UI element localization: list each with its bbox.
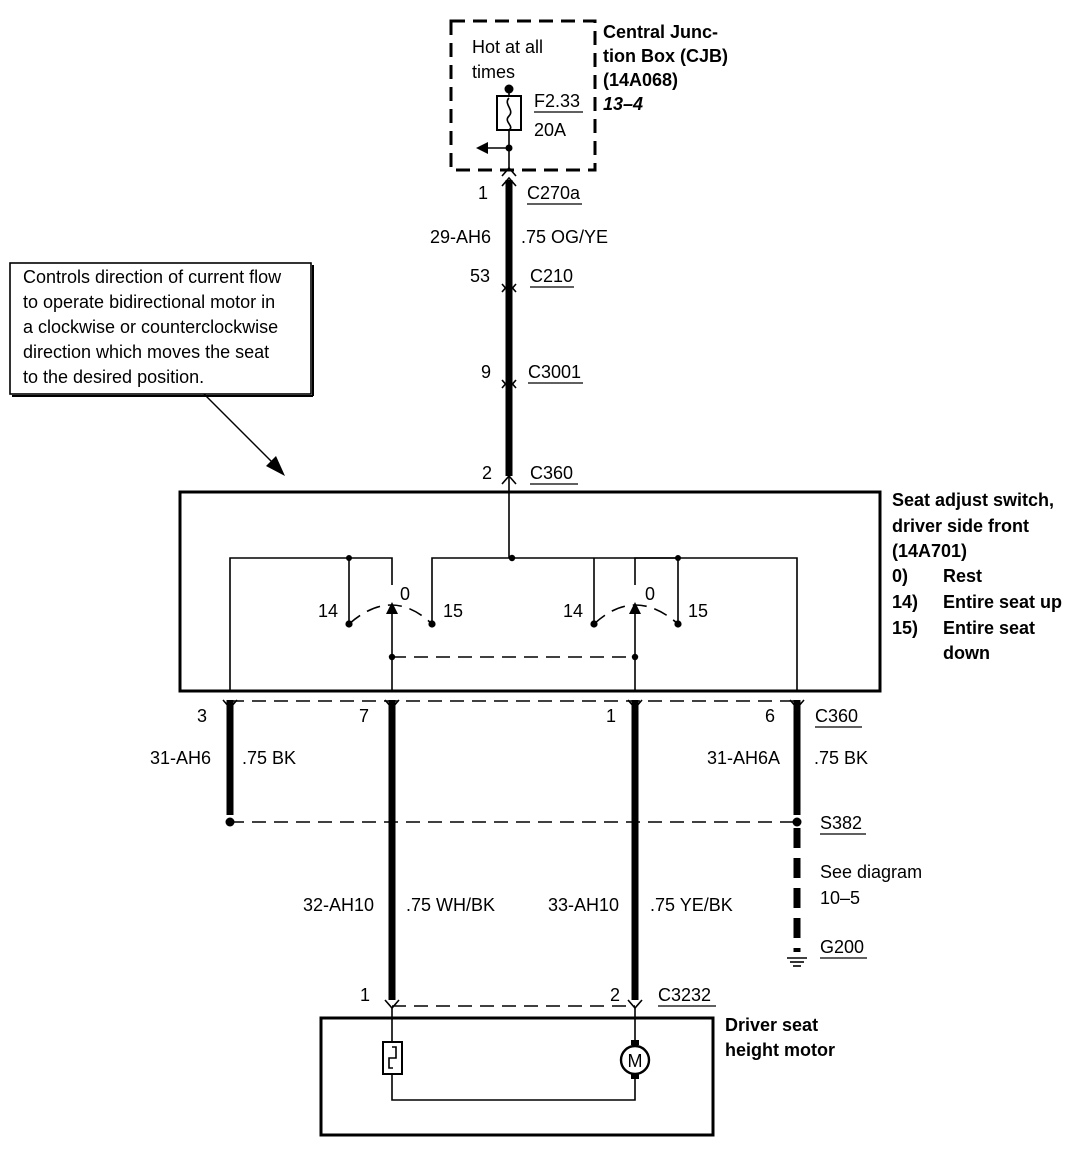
- c360-top-label: C360: [530, 463, 573, 483]
- cjb-dashed-outline: [449, 19, 597, 172]
- c270a-pin: 1: [478, 183, 488, 203]
- splice-s382-dot: [792, 817, 802, 827]
- c3232-pin-2: 2: [610, 985, 620, 1005]
- legend-text-up: Entire seat up: [943, 592, 1062, 612]
- power-feed-circuit: 1 C270a 29-AH6 .75 OG/YE 53 C210 9 C3001…: [430, 166, 608, 558]
- circuit-29-ah6: 29-AH6: [430, 227, 491, 247]
- wire-wh-bk-label: .75 WH/BK: [406, 895, 495, 915]
- circuit-33-ah10: 33-AH10: [548, 895, 619, 915]
- wire-left-bk-label: .75 BK: [242, 748, 296, 768]
- legend-key-down: 15): [892, 618, 918, 638]
- pos-right-15: 15: [688, 601, 708, 621]
- cjb-title-line1: Central Junc-: [603, 22, 718, 42]
- switch-title-line2: driver side front: [892, 516, 1029, 536]
- c360-top-pin: 2: [482, 463, 492, 483]
- c270a-label: C270a: [527, 183, 581, 203]
- note-callout: Controls direction of current flow to op…: [9, 262, 314, 476]
- c360-pin-6: 6: [765, 706, 775, 726]
- switch-title-line3: (14A701): [892, 541, 967, 561]
- pos-left-0: 0: [400, 584, 410, 604]
- switch-common-bus: [431, 557, 679, 624]
- see-diagram-line2: 10–5: [820, 888, 860, 908]
- wire-ye-bk-label: .75 YE/BK: [650, 895, 733, 915]
- note-line-2: to operate bidirectional motor in: [23, 292, 275, 312]
- note-line-5: to the desired position.: [23, 367, 204, 387]
- c210-label: C210: [530, 266, 573, 286]
- switch-title-line1: Seat adjust switch,: [892, 490, 1054, 510]
- legend-key-rest: 0): [892, 566, 908, 586]
- cjb-page-ref: 13–4: [603, 94, 643, 114]
- legend-text-rest: Rest: [943, 566, 982, 586]
- legend-text-down: Entire seat: [943, 618, 1035, 638]
- pos-left-14: 14: [318, 601, 338, 621]
- arrow-left-icon: [476, 142, 488, 154]
- driver-seat-height-motor: 1 2 C3232 M Driver seat height motor: [319, 985, 835, 1137]
- motor-title-line2: height motor: [725, 1040, 835, 1060]
- central-junction-box: Hot at all times F2.33 20A Central Junc-…: [449, 19, 728, 172]
- c360-pin-1: 1: [606, 706, 616, 726]
- c3232-label: C3232: [658, 985, 711, 1005]
- pos-left-15: 15: [443, 601, 463, 621]
- legend-key-up: 14): [892, 592, 918, 612]
- pointer-arrow-icon: [266, 456, 285, 476]
- legend-text-down-cont: down: [943, 643, 990, 663]
- circuit-32-ah10: 32-AH10: [303, 895, 374, 915]
- c3001-label: C3001: [528, 362, 581, 382]
- note-box: [9, 262, 312, 395]
- connector-c210-symbol: [501, 282, 517, 293]
- switch-right-ground-bus: [634, 557, 798, 692]
- motor-internal-wire: [391, 1074, 636, 1101]
- pointer-line: [203, 393, 279, 469]
- motor-symbol: M: [628, 1051, 643, 1071]
- c210-pin: 53: [470, 266, 490, 286]
- cjb-title-line3: (14A068): [603, 70, 678, 90]
- ground-g200-label: G200: [820, 937, 864, 957]
- c360-pin-7: 7: [359, 706, 369, 726]
- wire-right-bk-label: .75 BK: [814, 748, 868, 768]
- wire-og-ye-label: .75 OG/YE: [521, 227, 608, 247]
- note-line-3: a clockwise or counterclockwise: [23, 317, 278, 337]
- circuit-31-ah6a: 31-AH6A: [707, 748, 780, 768]
- fuse-id: F2.33: [534, 91, 580, 111]
- see-diagram-line1: See diagram: [820, 862, 922, 882]
- fuse-element-icon: [506, 97, 512, 131]
- switch-left-ground-bus: [229, 557, 393, 692]
- seat-adjust-switch: 14 0 15 14 0 15 Seat adjust switch, driv…: [178, 490, 1062, 693]
- pos-right-14: 14: [563, 601, 583, 621]
- hot-at-all-times-line1: Hot at all: [472, 37, 543, 57]
- connector-c270a-symbol: [501, 176, 517, 187]
- splice-s382-label: S382: [820, 813, 862, 833]
- c3001-pin: 9: [481, 362, 491, 382]
- circuit-31-ah6: 31-AH6: [150, 748, 211, 768]
- hot-at-all-times-line2: times: [472, 62, 515, 82]
- note-line-4: direction which moves the seat: [23, 342, 269, 362]
- pos-right-0: 0: [645, 584, 655, 604]
- switch-outline: [178, 490, 882, 693]
- output-circuits: 3 7 1 6 C360 31-AH6 .75 BK 31-AH6A .75 B…: [150, 699, 922, 1000]
- motor-title-line1: Driver seat: [725, 1015, 818, 1035]
- connector-c3001-symbol: [501, 378, 517, 389]
- cjb-title-line2: tion Box (CJB): [603, 46, 728, 66]
- c360-bottom-label: C360: [815, 706, 858, 726]
- note-line-1: Controls direction of current flow: [23, 267, 282, 287]
- c360-pin-3: 3: [197, 706, 207, 726]
- fuse-rating: 20A: [534, 120, 566, 140]
- c3232-pin-1: 1: [360, 985, 370, 1005]
- motor-outline: [319, 1016, 715, 1137]
